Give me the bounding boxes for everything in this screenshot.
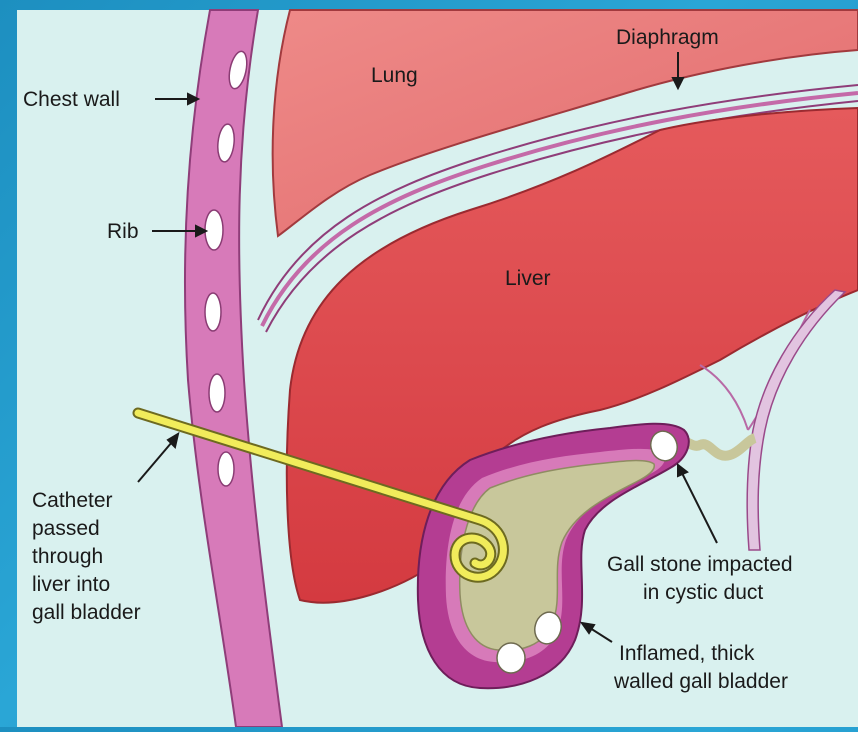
label-gall-bladder-line: walled gall bladder bbox=[613, 670, 788, 693]
label-gall-stone-line: Gall stone impacted bbox=[607, 553, 793, 576]
rib-4 bbox=[205, 293, 221, 331]
label-catheter-line: gall bladder bbox=[32, 601, 141, 624]
label-lung: Lung bbox=[371, 64, 418, 87]
label-gall-stone-line: in cystic duct bbox=[643, 581, 763, 604]
rib-6 bbox=[218, 452, 234, 486]
rib-5 bbox=[209, 374, 225, 412]
label-catheter-line: through bbox=[32, 545, 103, 568]
label-chest-wall: Chest wall bbox=[23, 88, 120, 111]
label-rib: Rib bbox=[107, 220, 139, 243]
label-catheter-line: Catheter bbox=[32, 489, 113, 512]
label-catheter-line: passed bbox=[32, 517, 100, 540]
label-gall-bladder-line: Inflamed, thick bbox=[619, 642, 755, 665]
stone-3 bbox=[497, 643, 525, 673]
rib-3 bbox=[205, 210, 223, 250]
label-catheter-line: liver into bbox=[32, 573, 110, 596]
label-diaphragm: Diaphragm bbox=[616, 26, 719, 49]
label-liver: Liver bbox=[505, 267, 551, 290]
